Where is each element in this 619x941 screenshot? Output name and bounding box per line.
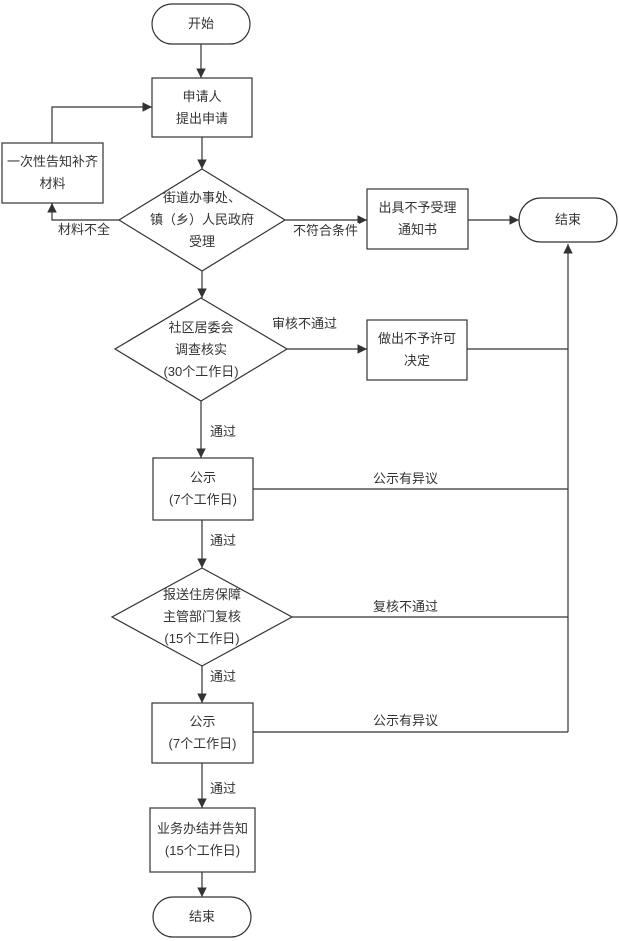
publicity2-process-shape	[151, 702, 254, 764]
apply-process-shape	[151, 77, 253, 138]
publicity1-process-shape	[152, 457, 254, 521]
edge-label-publicity-objection-1: 公示有异议	[372, 471, 440, 487]
notify-materials-process-shape	[1, 142, 104, 204]
street-accept-decision-shape	[117, 168, 287, 272]
end-bottom-terminator-shape	[152, 896, 252, 938]
edge-label-publicity-objection-2: 公示有异议	[372, 713, 440, 729]
complete-process-shape	[149, 807, 256, 873]
edge-label-review-failed: 审核不通过	[271, 316, 339, 332]
edge-label-pass-3: 通过	[209, 669, 238, 685]
community-verify-decision-shape	[113, 297, 289, 402]
end-top-terminator-shape	[518, 197, 618, 243]
edge-label-materials-incomplete: 材料不全	[57, 222, 112, 238]
edge-label-pass-4: 通过	[209, 781, 238, 797]
edge-label-pass-2: 通过	[209, 533, 238, 549]
reject-notice-process-shape	[366, 188, 469, 250]
edge-label-not-qualified: 不符合条件	[292, 223, 360, 239]
start-terminator-shape	[151, 3, 251, 45]
edge-label-recheck-failed: 复核不通过	[372, 599, 440, 615]
deny-decision-process-shape	[366, 319, 468, 381]
edge-street-accept-to-notify-materials	[47, 203, 119, 221]
edge-notify-materials-to-apply	[51, 102, 152, 143]
edge-label-pass-1: 通过	[209, 424, 238, 440]
review-decision-shape	[110, 567, 294, 667]
